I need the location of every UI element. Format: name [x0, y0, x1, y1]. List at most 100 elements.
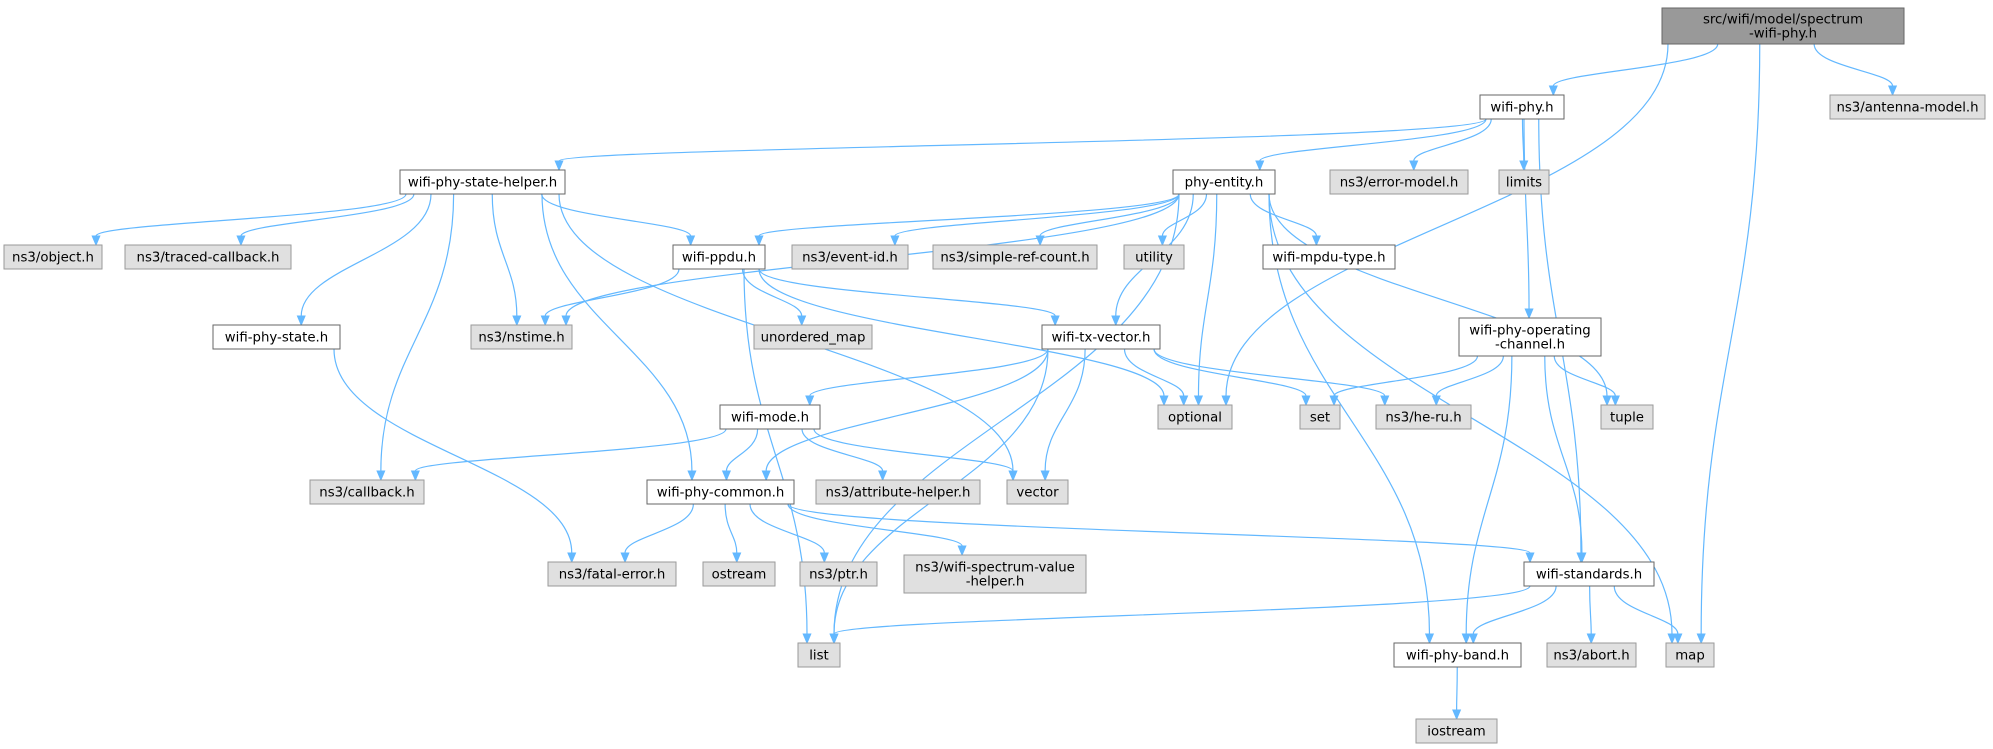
edge-arrowhead	[805, 395, 815, 407]
edge-line	[1613, 585, 1679, 635]
node-box	[903, 554, 1087, 594]
node-root[interactable]: src/wifi/model/spectrum-wifi-phy.h	[1661, 7, 1905, 45]
node-box	[702, 561, 776, 587]
edge-line	[240, 193, 415, 237]
node-box	[791, 244, 909, 270]
node-wifi-mode[interactable]: wifi-mode.h	[719, 404, 821, 430]
node-wifi-tx-vector[interactable]: wifi-tx-vector.h	[1041, 324, 1161, 350]
edge-wifi-ppdu-to-nstime	[540, 268, 680, 327]
node-list[interactable]: list	[797, 642, 841, 668]
node-label: ns3/he-ru.h	[1385, 411, 1461, 426]
node-wifi-standards[interactable]: wifi-standards.h	[1523, 561, 1655, 587]
node-label: ns3/antenna-model.h	[1836, 101, 1978, 116]
node-box	[1479, 94, 1565, 120]
node-wifi-phy-common[interactable]: wifi-phy-common.h	[646, 479, 795, 505]
edge-phy-entity-to-wifi-ppdu	[754, 193, 1180, 247]
node-wifi-ppdu[interactable]: wifi-ppdu.h	[672, 244, 766, 270]
edge-arrowhead	[1610, 395, 1620, 407]
node-label: optional	[1168, 411, 1222, 426]
node-utility[interactable]: utility	[1123, 244, 1185, 270]
node-phy-entity[interactable]: phy-entity.h	[1172, 169, 1276, 195]
node-box	[1661, 7, 1905, 45]
node-box	[547, 561, 677, 587]
edge-wifi-phy-state-helper-to-wifi-phy-state	[296, 193, 432, 327]
edge-arrowhead	[1157, 235, 1167, 247]
edge-line	[1472, 585, 1557, 635]
edge-wifi-tx-vector-to-wifi-phy-common	[761, 348, 1049, 482]
edge-line	[813, 428, 1014, 472]
node-attribute-helper[interactable]: ns3/attribute-helper.h	[815, 479, 981, 505]
edge-wifi-tx-vector-to-wifi-mode	[805, 348, 1049, 407]
edge-wifi-mode-to-callback	[410, 428, 727, 482]
node-limits[interactable]: limits	[1498, 169, 1550, 195]
edge-line	[1161, 193, 1208, 237]
edge-arrowhead	[410, 470, 420, 482]
node-map[interactable]: map	[1665, 642, 1715, 668]
node-vector[interactable]: vector	[1006, 479, 1069, 505]
edge-wifi-phy-common-to-ptr	[749, 503, 829, 564]
edge-line	[333, 348, 573, 554]
node-wifi-phy-state[interactable]: wifi-phy-state.h	[212, 324, 341, 350]
edge-line	[758, 268, 1056, 317]
node-label: ostream	[712, 568, 767, 583]
node-label: set	[1310, 411, 1330, 426]
edge-wifi-standards-to-list	[829, 585, 1531, 645]
node-iostream[interactable]: iostream	[1415, 718, 1498, 744]
node-label: ns3/error-model.h	[1340, 176, 1459, 191]
node-box	[1123, 244, 1185, 270]
edge-arrowhead	[236, 235, 246, 247]
edge-wifi-tx-vector-to-he-ru	[1153, 348, 1390, 407]
node-ostream[interactable]: ostream	[702, 561, 776, 587]
node-set[interactable]: set	[1299, 404, 1341, 430]
node-wifi-mpdu-type[interactable]: wifi-mpdu-type.h	[1262, 244, 1396, 270]
node-fatal-error[interactable]: ns3/fatal-error.h	[547, 561, 677, 587]
node-wifi-phy-operating-channel[interactable]: wifi-phy-operating-channel.h	[1458, 317, 1602, 357]
edge-wifi-phy-operating-channel-to-wifi-standards	[1544, 355, 1587, 564]
edge-line	[1813, 43, 1894, 87]
node-error-model[interactable]: ns3/error-model.h	[1329, 169, 1469, 195]
node-box	[1157, 404, 1233, 430]
edge-phy-entity-to-optional	[1193, 193, 1218, 407]
edge-arrowhead	[567, 552, 577, 564]
node-label: utility	[1135, 251, 1173, 266]
edge-arrowhead	[686, 235, 696, 247]
edge-line	[765, 348, 1049, 472]
edge-arrowhead	[687, 470, 697, 482]
node-event-id[interactable]: ns3/event-id.h	[791, 244, 909, 270]
node-traced-callback[interactable]: ns3/traced-callback.h	[124, 244, 292, 270]
node-label: wifi-mode.h	[731, 411, 809, 426]
node-box	[1299, 404, 1341, 430]
edge-arrowhead	[1255, 160, 1265, 172]
node-ptr[interactable]: ns3/ptr.h	[799, 561, 878, 587]
edge-arrowhead	[1888, 85, 1898, 97]
edge-line	[1552, 43, 1719, 87]
node-abort[interactable]: ns3/abort.h	[1546, 642, 1637, 668]
node-nstime[interactable]: ns3/nstime.h	[470, 324, 573, 350]
node-object[interactable]: ns3/object.h	[3, 244, 103, 270]
edge-arrowhead	[91, 235, 101, 247]
edge-arrowhead	[1380, 395, 1390, 407]
node-callback[interactable]: ns3/callback.h	[309, 479, 425, 505]
node-wifi-phy-state-helper[interactable]: wifi-phy-state-helper.h	[399, 169, 566, 195]
edge-arrowhead	[1159, 395, 1169, 407]
edge-root-to-wifi-phy	[1548, 43, 1719, 97]
node-antenna-model[interactable]: ns3/antenna-model.h	[1829, 94, 1986, 120]
node-optional[interactable]: optional	[1157, 404, 1233, 430]
edge-wifi-phy-state-helper-to-callback	[376, 193, 455, 482]
node-simple-ref-count[interactable]: ns3/simple-ref-count.h	[932, 244, 1098, 270]
node-wifi-phy-band[interactable]: wifi-phy-band.h	[1393, 642, 1522, 668]
node-unordered-map[interactable]: unordered_map	[753, 324, 873, 350]
edge-line	[1259, 118, 1487, 162]
node-box	[1041, 324, 1161, 350]
edge-arrowhead	[732, 552, 742, 564]
edge-wifi-phy-state-helper-to-object	[91, 193, 407, 247]
node-wifi-spectrum-value-helper[interactable]: ns3/wifi-spectrum-value-helper.h	[903, 554, 1087, 594]
edge-line	[749, 503, 825, 554]
edge-arrowhead	[1586, 633, 1596, 645]
edge-arrowhead	[1040, 470, 1050, 482]
node-he-ru[interactable]: ns3/he-ru.h	[1375, 404, 1472, 430]
node-tuple[interactable]: tuple	[1600, 404, 1654, 430]
node-wifi-phy[interactable]: wifi-phy.h	[1479, 94, 1565, 120]
edge-line	[541, 193, 693, 472]
